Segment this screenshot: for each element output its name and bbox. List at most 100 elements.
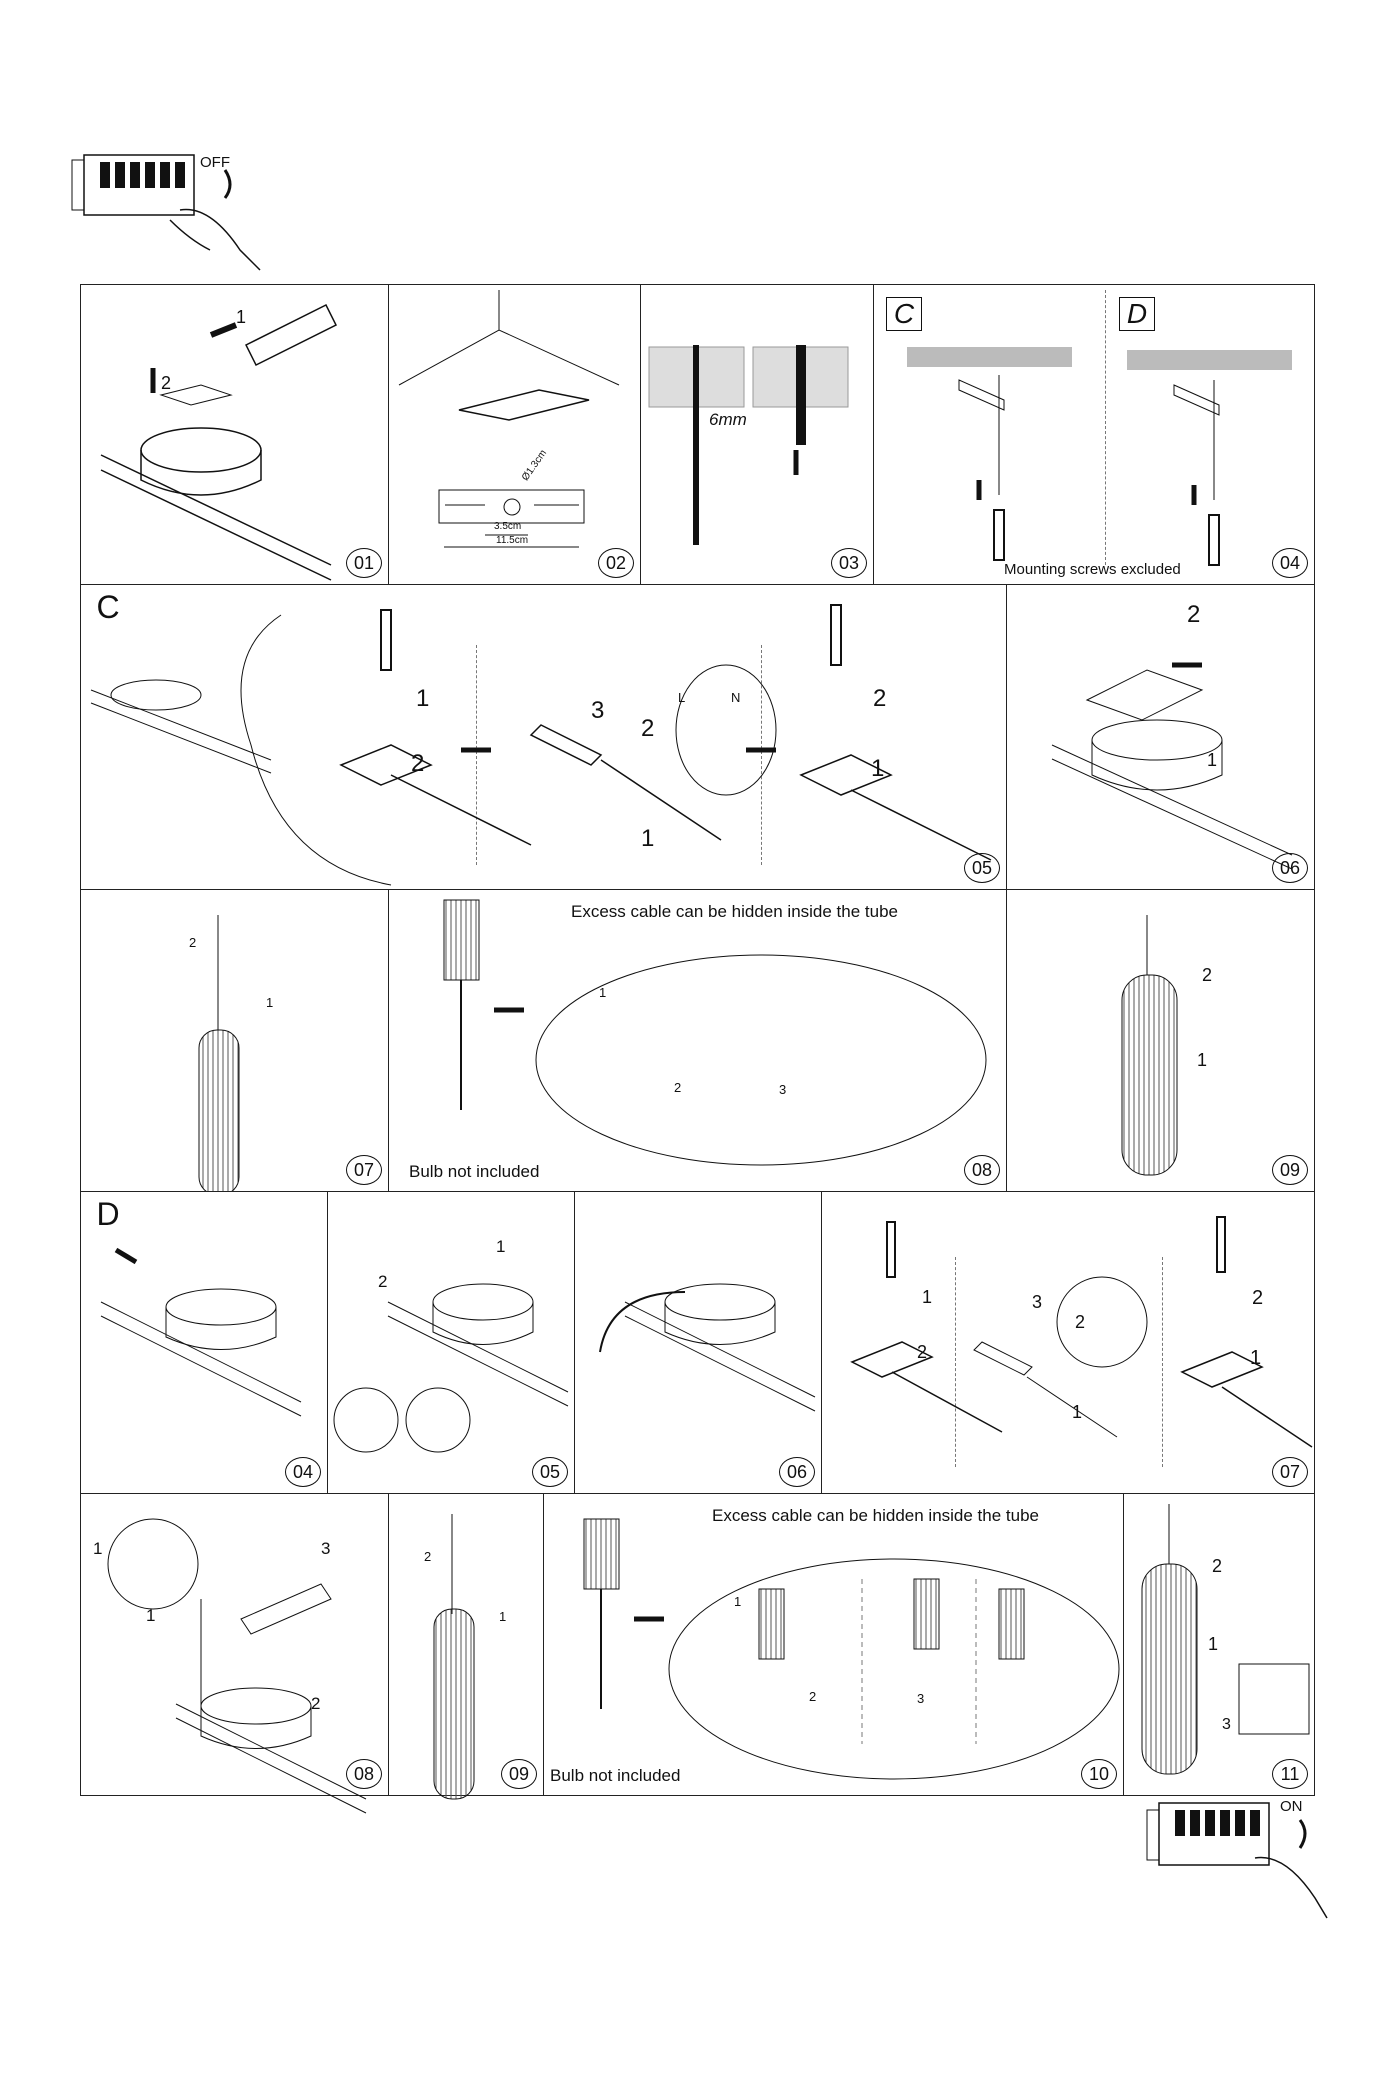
drilling-illustration bbox=[648, 345, 849, 545]
step-label: 1 bbox=[734, 1594, 742, 1609]
step-number: 05 bbox=[532, 1457, 568, 1487]
step-number: 07 bbox=[1272, 1457, 1308, 1487]
step-label: 2 bbox=[1075, 1312, 1086, 1332]
breaker-switch-icon bbox=[1146, 1802, 1328, 1919]
step-label: 2 bbox=[809, 1689, 817, 1704]
section-d-step-04-panel: D 04 bbox=[80, 1191, 328, 1494]
step-number: 02 bbox=[598, 548, 634, 578]
divider bbox=[1105, 290, 1106, 565]
step-label: 2 bbox=[189, 935, 197, 950]
step-label: 2 bbox=[378, 1272, 388, 1291]
step-label: 2 bbox=[1202, 965, 1213, 985]
breaker-switch-icon bbox=[71, 154, 261, 271]
step-label: 1 bbox=[266, 995, 274, 1010]
divider bbox=[476, 645, 477, 865]
step-label: 1 bbox=[93, 1539, 103, 1558]
step-number: 09 bbox=[1272, 1155, 1308, 1185]
excess-cable-caption: Excess cable can be hidden inside the tu… bbox=[571, 902, 899, 921]
step-label: 2 bbox=[873, 685, 887, 712]
step-label: 3 bbox=[1222, 1716, 1231, 1733]
step-label: 1 bbox=[1250, 1347, 1262, 1369]
cable-hiding-illustration bbox=[583, 1518, 1120, 1780]
cable-gland-illustration bbox=[333, 1283, 569, 1453]
terminal-wiring-illustration bbox=[90, 604, 992, 886]
mounting-screws-caption: Mounting screws excluded bbox=[1004, 561, 1181, 578]
off-label: OFF bbox=[200, 154, 230, 171]
step-label: 2 bbox=[161, 373, 172, 393]
step-label: 1 bbox=[236, 307, 247, 327]
step-label: 1 bbox=[871, 755, 885, 782]
variant-c-badge: C bbox=[886, 297, 922, 331]
step-02-panel: Ø1.3cm 3.5cm 11.5cm 02 bbox=[388, 284, 641, 585]
section-d-step-09-panel: 2 1 09 bbox=[388, 1493, 544, 1800]
tube-secure-illustration bbox=[1141, 1504, 1310, 1775]
section-d-step-10-panel: Excess cable can be hidden inside the tu… bbox=[543, 1493, 1124, 1796]
step-number: 05 bbox=[964, 853, 1000, 883]
terminal-wiring-illustration bbox=[850, 1216, 1313, 1448]
outer-width-label: 11.5cm bbox=[496, 535, 529, 546]
breaker-off-illustration: OFF bbox=[70, 150, 261, 271]
on-label: ON bbox=[1280, 1798, 1303, 1815]
tube-hang-illustration bbox=[433, 1514, 475, 1800]
breaker-on-illustration: ON bbox=[1145, 1798, 1328, 1923]
step-label: 1 bbox=[146, 1606, 156, 1625]
divider bbox=[955, 1257, 956, 1467]
step-label: 3 bbox=[779, 1082, 787, 1097]
section-c-step-07-panel: 2 1 07 bbox=[80, 889, 389, 1196]
variant-d-badge: D bbox=[1119, 297, 1155, 331]
section-d-label: D bbox=[96, 1196, 120, 1232]
step-number: 11 bbox=[1272, 1759, 1308, 1789]
step-label: 1 bbox=[416, 685, 430, 712]
tube-hang-illustration bbox=[198, 915, 240, 1196]
ceiling-mount-illustration bbox=[907, 347, 1292, 566]
step-label: 1 bbox=[922, 1287, 933, 1307]
step-number: 06 bbox=[1272, 853, 1308, 883]
step-label: 1 bbox=[1197, 1050, 1208, 1070]
section-c-step-05-panel: C 1 2 3 2 1 L N 1 2 05 bbox=[80, 584, 1007, 890]
cable-hiding-illustration bbox=[443, 899, 987, 1166]
step-label: 2 bbox=[424, 1549, 432, 1564]
canopy-bracket-fix-illustration bbox=[107, 1518, 367, 1814]
section-d-step-05-panel: 1 2 05 bbox=[327, 1191, 575, 1494]
step-number: 03 bbox=[831, 548, 867, 578]
section-c-step-06-panel: 2 1 06 bbox=[1006, 584, 1315, 890]
wire-l-label: L bbox=[678, 690, 686, 705]
drill-size-label: 6mm bbox=[709, 410, 747, 429]
step-label: 2 bbox=[641, 715, 655, 742]
step-label: 1 bbox=[641, 825, 655, 852]
step-label: 1 bbox=[499, 1609, 507, 1624]
step-label: 3 bbox=[917, 1691, 925, 1706]
step-number: 09 bbox=[501, 1759, 537, 1789]
step-label: 1 bbox=[1207, 750, 1218, 770]
wire-n-label: N bbox=[731, 690, 741, 705]
section-d-step-07-panel: 1 2 3 2 1 2 1 07 bbox=[821, 1191, 1315, 1494]
section-d-step-08-panel: 1 1 3 2 08 bbox=[80, 1493, 389, 1814]
section-c-step-09-panel: 2 1 09 bbox=[1006, 889, 1315, 1192]
canopy-attach-illustration bbox=[1051, 662, 1293, 870]
divider bbox=[1162, 1257, 1163, 1467]
section-d-step-06-panel: 06 bbox=[574, 1191, 822, 1494]
step-label: 2 bbox=[674, 1080, 682, 1095]
step-label: 2 bbox=[917, 1342, 928, 1362]
section-d-step-11-panel: 2 1 3 11 bbox=[1123, 1493, 1315, 1796]
step-number: 08 bbox=[964, 1155, 1000, 1185]
step-label: 1 bbox=[496, 1237, 506, 1256]
step-number: 01 bbox=[346, 548, 382, 578]
step-number: 04 bbox=[285, 1457, 321, 1487]
step-number: 06 bbox=[779, 1457, 815, 1487]
bracket-removal-illustration bbox=[100, 303, 338, 581]
step-label: 2 bbox=[1252, 1287, 1264, 1309]
step-number: 08 bbox=[346, 1759, 382, 1789]
section-c-step-08-panel: Excess cable can be hidden inside the tu… bbox=[388, 889, 1007, 1192]
step-label: 1 bbox=[1072, 1402, 1083, 1422]
step-label: 2 bbox=[1187, 601, 1201, 628]
tube-secure-illustration bbox=[1121, 915, 1178, 1176]
inner-width-label: 3.5cm bbox=[494, 521, 522, 532]
step-03-panel: 6mm 03 bbox=[640, 284, 874, 585]
step-label: 2 bbox=[1212, 1556, 1223, 1576]
bulb-not-included-caption: Bulb not included bbox=[409, 1162, 540, 1181]
step-label: 1 bbox=[1208, 1634, 1219, 1654]
step-number: 10 bbox=[1081, 1759, 1117, 1789]
excess-cable-caption: Excess cable can be hidden inside the tu… bbox=[712, 1506, 1040, 1525]
